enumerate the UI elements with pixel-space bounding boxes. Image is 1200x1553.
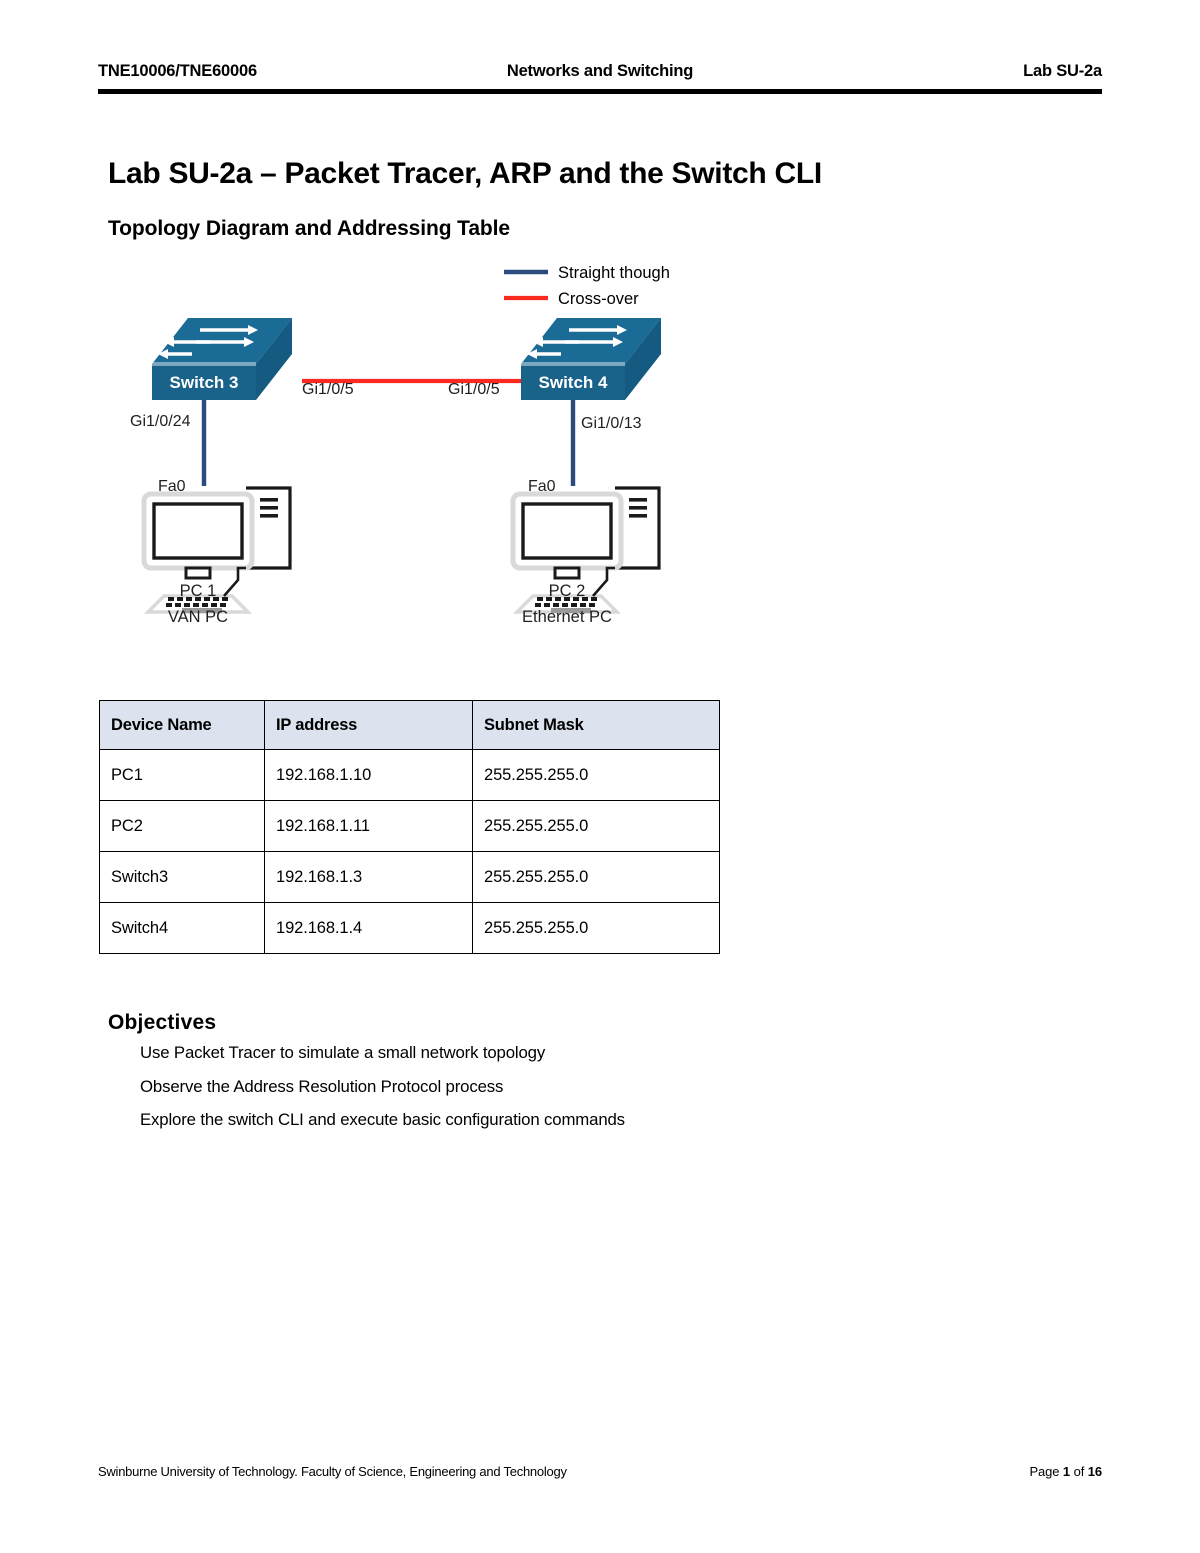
objective-item: Use Packet Tracer to simulate a small ne… bbox=[140, 1043, 546, 1062]
cell-device-name: Switch3 bbox=[99, 851, 265, 903]
section-title: Topology Diagram and Addressing Table bbox=[108, 217, 510, 241]
topology-diagram: Straight though Cross-over Switch 3 Gi1/… bbox=[100, 248, 760, 638]
cell-ip-address: 192.168.1.4 bbox=[264, 902, 473, 954]
table-row: PC2 192.168.1.11 255.255.255.0 bbox=[99, 800, 720, 852]
device-pc-2 bbox=[513, 488, 659, 613]
footer-page-of: of bbox=[1070, 1464, 1088, 1479]
switch-3-uplink-port-label: Gi1/0/5 bbox=[302, 381, 354, 398]
header-rule bbox=[98, 89, 1102, 94]
legend-crossover-label: Cross-over bbox=[558, 290, 639, 308]
pc-2-port-label: Fa0 bbox=[528, 478, 556, 495]
switch-3-downlink-port-label: Gi1/0/24 bbox=[130, 413, 191, 430]
page-title: Lab SU-2a – Packet Tracer, ARP and the S… bbox=[108, 157, 822, 191]
footer-page-number: 1 bbox=[1062, 1464, 1071, 1479]
pc-1-port-label: Fa0 bbox=[158, 478, 186, 495]
cell-device-name: PC1 bbox=[99, 749, 265, 801]
cell-subnet-mask: 255.255.255.0 bbox=[472, 749, 720, 801]
objectives-list: Use Packet Tracer to simulate a small ne… bbox=[140, 1036, 940, 1137]
footer-page-indicator: Page 1 of 16 bbox=[1029, 1464, 1102, 1479]
header-course-code: TNE10006/TNE60006 bbox=[98, 62, 257, 80]
table-row: Switch4 192.168.1.4 255.255.255.0 bbox=[99, 902, 720, 954]
addressing-table: Device Name IP address Subnet Mask PC1 1… bbox=[99, 700, 720, 954]
cell-device-name: PC2 bbox=[99, 800, 265, 852]
switch-4-downlink-port-label: Gi1/0/13 bbox=[581, 415, 642, 432]
legend-straight-label: Straight though bbox=[558, 264, 670, 282]
footer-institution: Swinburne University of Technology. Facu… bbox=[98, 1464, 567, 1479]
cell-subnet-mask: 255.255.255.0 bbox=[472, 851, 720, 903]
footer-page-total: 16 bbox=[1087, 1464, 1102, 1479]
page-header: TNE10006/TNE60006 Networks and Switching… bbox=[98, 62, 1102, 98]
pc-1-name-label: PC 1 bbox=[180, 582, 217, 600]
column-header-device-name: Device Name bbox=[99, 700, 265, 750]
pc-2-name-label: PC 2 bbox=[549, 582, 586, 600]
header-unit-title: Networks and Switching bbox=[506, 62, 694, 80]
page-footer: Swinburne University of Technology. Facu… bbox=[98, 1464, 1102, 1484]
table-header-row: Device Name IP address Subnet Mask bbox=[99, 700, 720, 750]
device-switch-4: Switch 4 bbox=[519, 316, 663, 402]
pc-1-role-label: VAN PC bbox=[168, 608, 228, 626]
cell-device-name: Switch4 bbox=[99, 902, 265, 954]
table-row: Switch3 192.168.1.3 255.255.255.0 bbox=[99, 851, 720, 903]
footer-page-prefix: Page bbox=[1029, 1464, 1063, 1479]
cell-subnet-mask: 255.255.255.0 bbox=[472, 902, 720, 954]
table-row: PC1 192.168.1.10 255.255.255.0 bbox=[99, 749, 720, 801]
column-header-subnet-mask: Subnet Mask bbox=[472, 700, 720, 750]
column-header-ip-address: IP address bbox=[264, 700, 473, 750]
cell-subnet-mask: 255.255.255.0 bbox=[472, 800, 720, 852]
device-pc-1 bbox=[144, 488, 290, 613]
objectives-heading: Objectives bbox=[108, 1011, 217, 1035]
pc-2-role-label: Ethernet PC bbox=[522, 608, 612, 626]
device-switch-3: Switch 3 bbox=[150, 316, 294, 402]
objective-item: Observe the Address Resolution Protocol … bbox=[140, 1076, 504, 1096]
switch-3-label: Switch 3 bbox=[170, 373, 239, 392]
cell-ip-address: 192.168.1.3 bbox=[264, 851, 473, 903]
header-lab-id: Lab SU-2a bbox=[1023, 62, 1102, 80]
objective-item: Explore the switch CLI and execute basic… bbox=[140, 1110, 625, 1129]
cell-ip-address: 192.168.1.11 bbox=[264, 800, 473, 852]
switch-4-uplink-port-label: Gi1/0/5 bbox=[448, 381, 500, 398]
topology-legend: Straight though Cross-over bbox=[504, 264, 670, 308]
switch-4-label: Switch 4 bbox=[539, 373, 609, 392]
cell-ip-address: 192.168.1.10 bbox=[264, 749, 473, 801]
